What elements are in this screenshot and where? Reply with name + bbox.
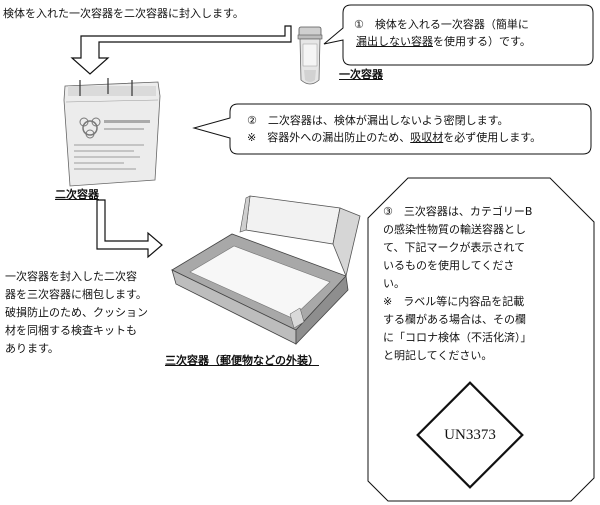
biohazard-bag-image [63, 78, 161, 187]
packing-line: 材を同梱する検査キットも [5, 324, 137, 337]
intro-text: 検体を入れた一次容器を二次容器に封入します。 [3, 7, 244, 20]
secondary-callout-note: ※ 容器外への漏出防止のため、 [247, 131, 411, 144]
secondary-container-label: 二次容器 [55, 188, 99, 201]
packing-line: 器を三次容器に梱包します。 [5, 288, 147, 301]
arrow-bag-to-box [96, 199, 163, 259]
secondary-callout-text: ② 二次容器は、検体が漏出しないよう密閉します。 ※ 容器外への漏出防止のため、… [247, 112, 587, 146]
secondary-callout-line1: ② 二次容器は、検体が漏出しないよう密閉します。 [247, 114, 509, 127]
packing-line: あります。 [5, 342, 59, 355]
primary-callout-container: 容器 [411, 35, 433, 48]
test-tube-image [297, 26, 323, 85]
category-b-frame [367, 177, 595, 502]
primary-callout-tail: を使用する）です。 [433, 35, 531, 48]
secondary-callout-tail: を必ず使用します。 [443, 131, 542, 144]
callout-secondary [192, 103, 592, 155]
category-note-line: いるものを使用してくださ [383, 259, 515, 272]
outer-box-image [171, 195, 361, 345]
category-note-line: い。 [383, 277, 405, 290]
arrow-intro-to-bag [70, 25, 292, 75]
un3373-diamond [416, 381, 524, 489]
secondary-callout-line2: ※ 容器外への漏出防止のため、吸収材を必ず使用します。 [247, 129, 587, 146]
primary-callout-line2: 漏出しない容器を使用する）です。 [354, 33, 590, 50]
category-note-line: て、下記マークが表示されて [383, 241, 526, 254]
packing-line: 一次容器を封入した二次容 [5, 270, 137, 283]
category-note-line: の感染性物質の輸送容器とし [383, 223, 526, 236]
secondary-callout-absorbent: 吸収材 [410, 131, 444, 144]
primary-container-label: 一次容器 [339, 68, 383, 81]
callout-primary [323, 4, 594, 66]
primary-callout-line1: ① 検体を入れる一次容器（簡単に [354, 18, 529, 31]
packing-instructions: 一次容器を封入した二次容 器を三次容器に梱包します。 破損防止のため、クッション… [5, 268, 148, 358]
category-note-line: ③ 三次容器は、カテゴリーB [383, 205, 533, 218]
category-note-line: する欄がある場合は、その欄 [383, 313, 526, 326]
primary-callout-text: ① 検体を入れる一次容器（簡単に 漏出しない容器を使用する）です。 [354, 16, 590, 50]
category-note-line: に「コロナ検体（不活化済）」 [383, 331, 532, 344]
category-note-line: と明記してください。 [383, 349, 493, 362]
category-b-note: ③ 三次容器は、カテゴリーB の感染性物質の輸送容器とし て、下記マークが表示さ… [383, 203, 532, 365]
category-note-line: ※ ラベル等に内容品を記載 [383, 295, 525, 308]
un3373-label: UN3373 [444, 427, 496, 443]
primary-callout-leak: 漏出しない [356, 35, 411, 48]
tertiary-container-label: 三次容器（郵便物などの外装） [165, 354, 319, 367]
packing-line: 破損防止のため、クッション [5, 306, 148, 319]
